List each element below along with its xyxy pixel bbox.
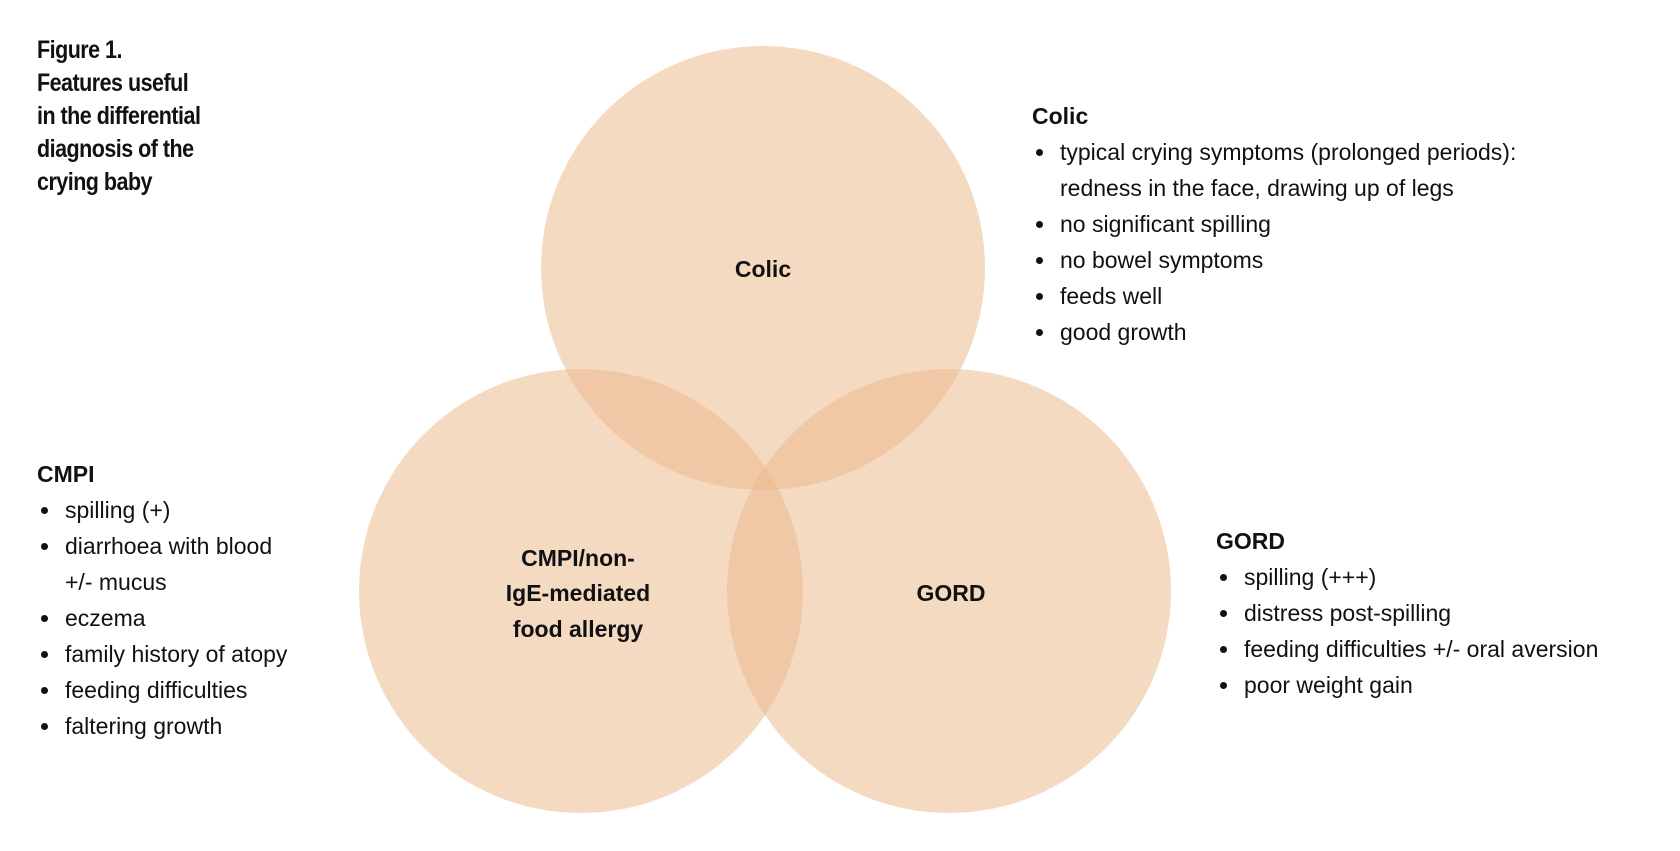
list-item: no significant spilling: [1032, 206, 1592, 242]
caption-line: Features useful: [37, 69, 189, 97]
list-item-text: no significant spilling: [1060, 211, 1271, 237]
figure-caption: Figure 1. Features useful in the differe…: [37, 34, 243, 199]
caption-line: Figure 1.: [37, 36, 122, 64]
list-item: typical crying symptoms (prolonged perio…: [1032, 134, 1592, 206]
list-item-text: family history of atopy: [65, 641, 288, 667]
list-item: eczema: [37, 600, 367, 636]
caption-line: diagnosis of the: [37, 135, 194, 163]
cmpi-circle-label: IgE-mediated: [506, 580, 650, 606]
list-item: spilling (+++): [1216, 559, 1656, 595]
list-item: no bowel symptoms: [1032, 242, 1592, 278]
list-item-text: feeds well: [1060, 283, 1163, 309]
gord-features: GORD spilling (+++) distress post-spilli…: [1216, 527, 1656, 703]
list-item: faltering growth: [37, 708, 367, 744]
cmpi-circle: [359, 369, 803, 813]
cmpi-feature-list: spilling (+) diarrhoea with blood +/- mu…: [37, 492, 367, 744]
list-item-text: feeding difficulties +/- oral aversion: [1244, 636, 1599, 662]
list-item-text: spilling (+): [65, 497, 171, 523]
cmpi-circle-label: CMPI/non-: [521, 545, 635, 571]
cmpi-circle-label: food allergy: [513, 616, 644, 642]
list-item: poor weight gain: [1216, 667, 1656, 703]
gord-features-title: GORD: [1216, 528, 1285, 554]
list-item-text: faltering growth: [65, 713, 223, 739]
list-item-text: redness in the face, drawing up of legs: [1060, 175, 1454, 201]
colic-circle: [541, 46, 985, 490]
gord-circle-label: GORD: [917, 580, 986, 606]
gord-circle: [727, 369, 1171, 813]
list-item-text: typical crying symptoms (prolonged perio…: [1060, 139, 1517, 165]
colic-circle-label: Colic: [735, 256, 791, 282]
list-item-text: diarrhoea with blood: [65, 533, 273, 559]
list-item-text: poor weight gain: [1244, 672, 1413, 698]
list-item-text: no bowel symptoms: [1060, 247, 1264, 273]
list-item-text: distress post-spilling: [1244, 600, 1452, 626]
list-item-text: good growth: [1060, 319, 1187, 345]
list-item-text: +/- mucus: [65, 569, 167, 595]
colic-features-title: Colic: [1032, 103, 1089, 129]
list-item: diarrhoea with blood +/- mucus: [37, 528, 367, 600]
list-item-text: spilling (+++): [1244, 564, 1377, 590]
cmpi-features: CMPI spilling (+) diarrhoea with blood +…: [37, 460, 367, 744]
list-item-text: feeding difficulties: [65, 677, 248, 703]
list-item-text: eczema: [65, 605, 146, 631]
colic-feature-list: typical crying symptoms (prolonged perio…: [1032, 134, 1592, 350]
list-item: feeding difficulties +/- oral aversion: [1216, 631, 1656, 667]
list-item: family history of atopy: [37, 636, 367, 672]
caption-line: crying baby: [37, 168, 153, 196]
list-item: spilling (+): [37, 492, 367, 528]
list-item: distress post-spilling: [1216, 595, 1656, 631]
list-item: good growth: [1032, 314, 1592, 350]
colic-features: Colic typical crying symptoms (prolonged…: [1032, 102, 1592, 350]
cmpi-features-title: CMPI: [37, 461, 95, 487]
list-item: feeds well: [1032, 278, 1592, 314]
gord-feature-list: spilling (+++) distress post-spilling fe…: [1216, 559, 1656, 703]
caption-line: in the differential: [37, 102, 201, 130]
list-item: feeding difficulties: [37, 672, 367, 708]
